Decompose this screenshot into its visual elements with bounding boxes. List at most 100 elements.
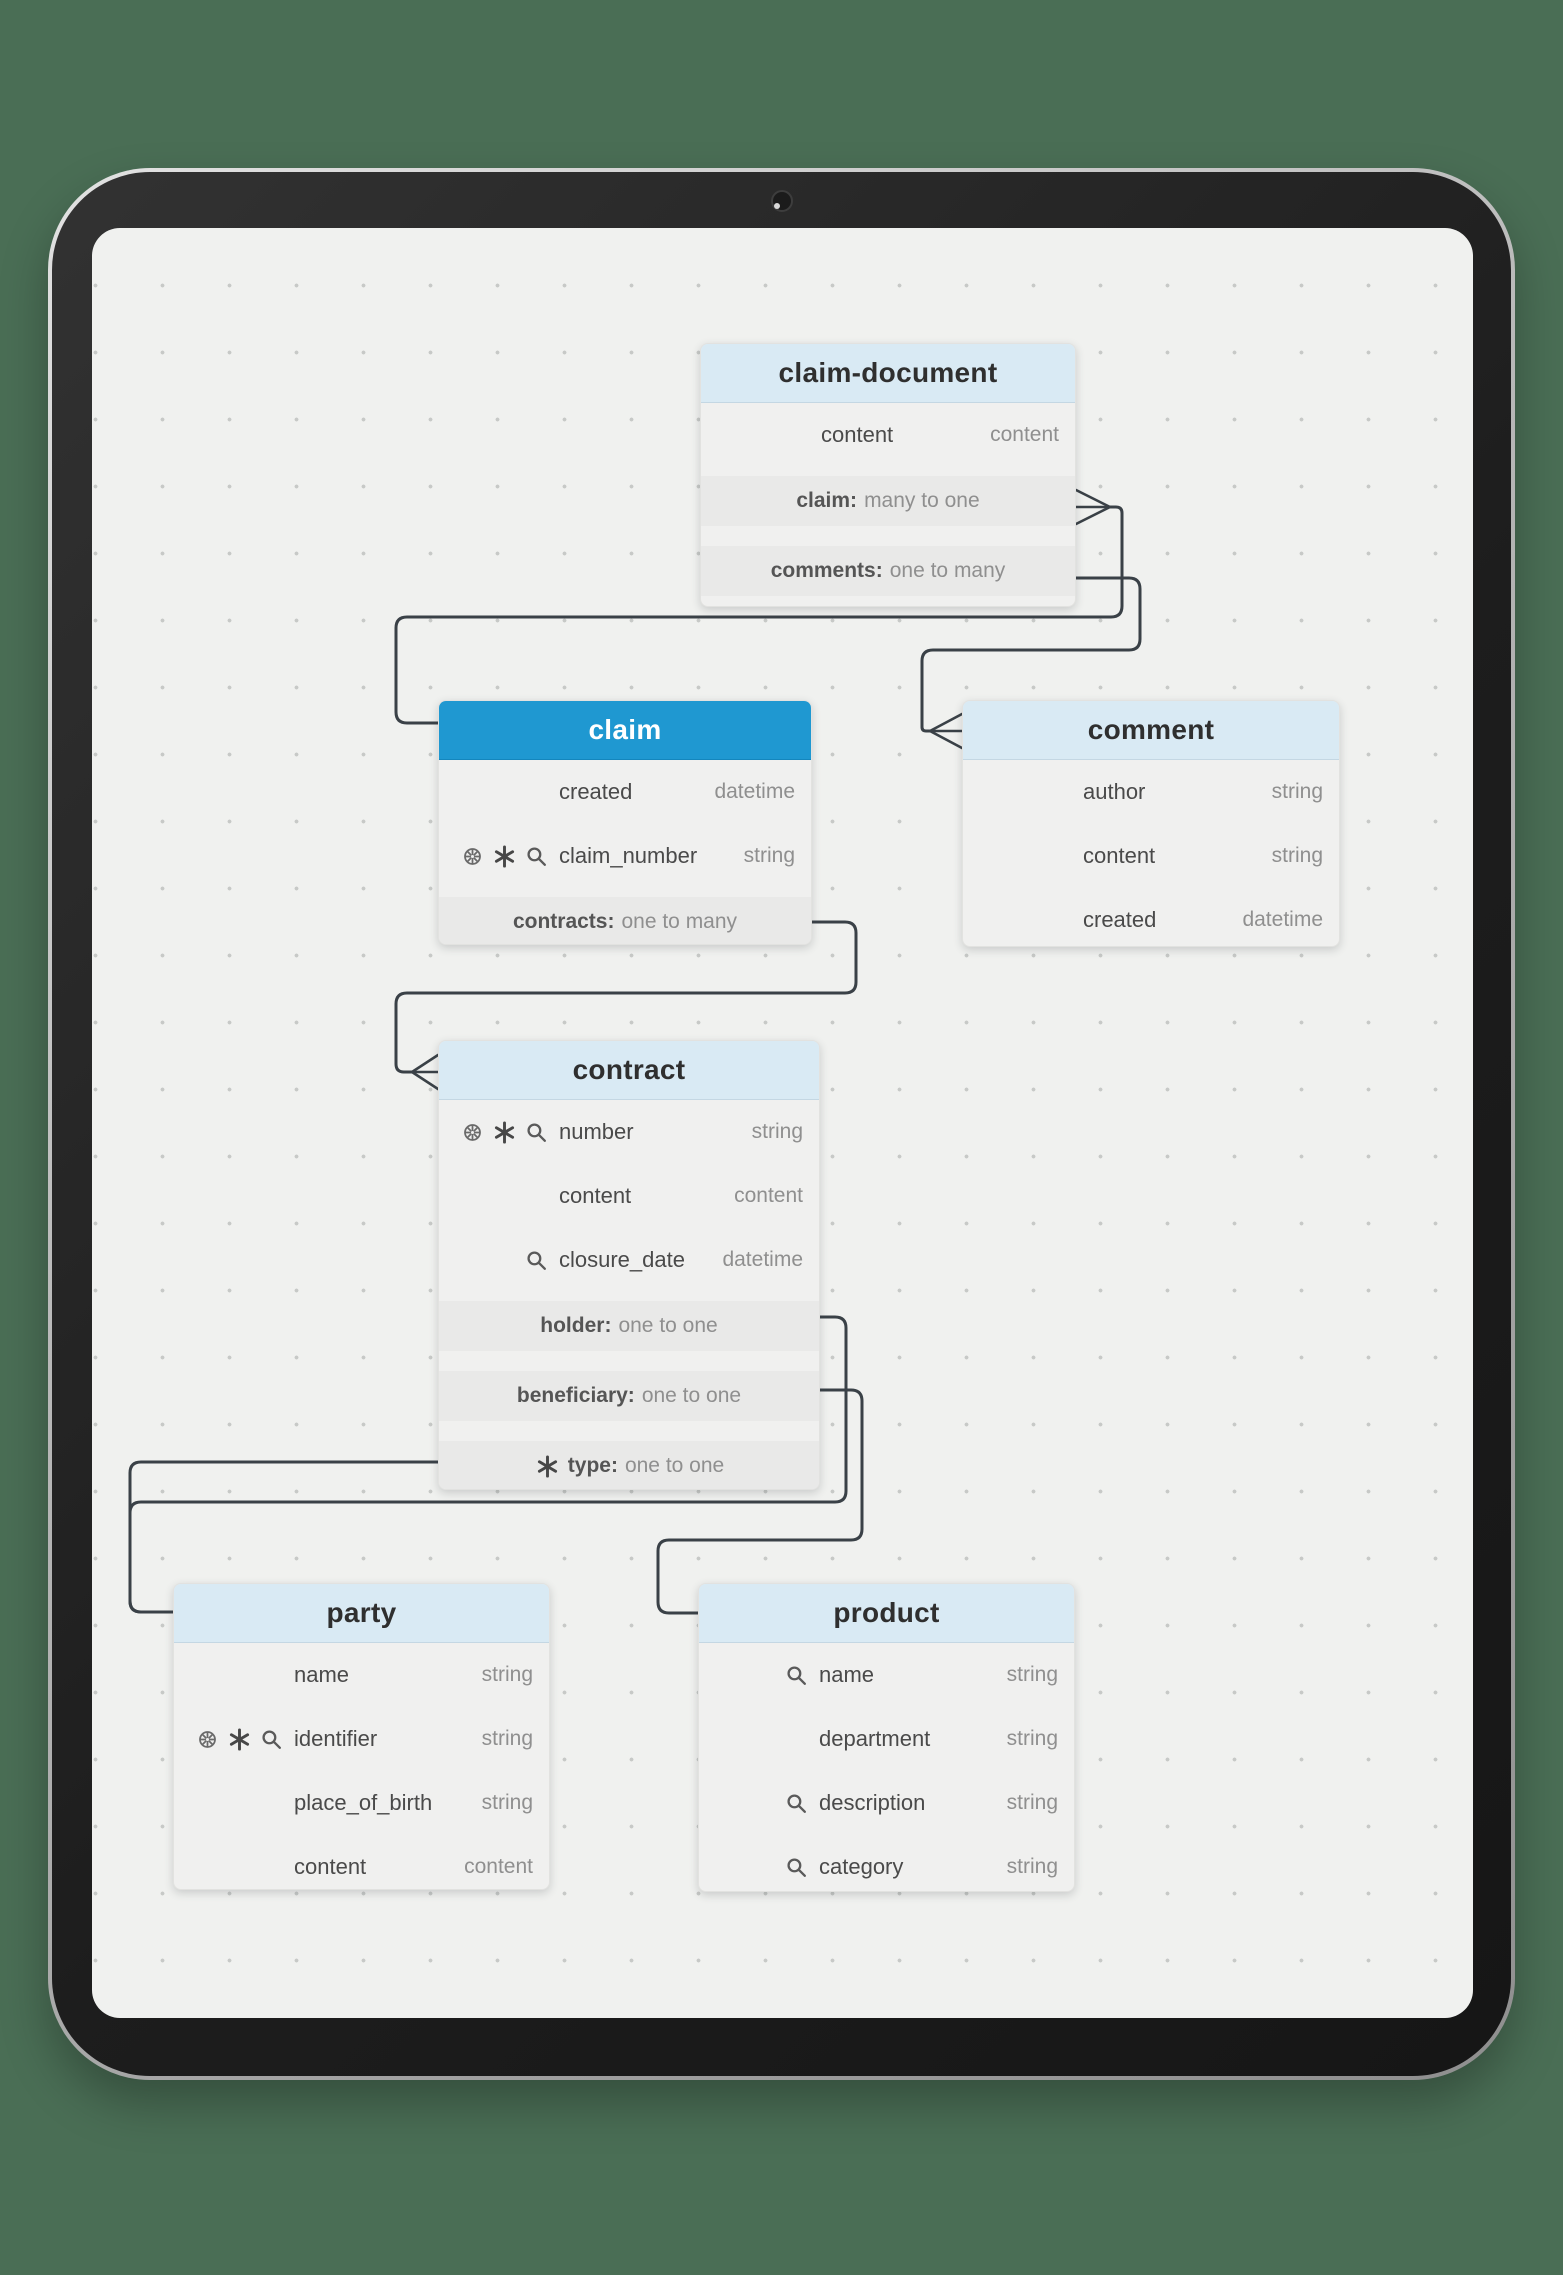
- crowfoot-many-marker-claim-document-comments: [928, 712, 964, 750]
- field-row-closure_date[interactable]: closure_date datetime: [439, 1228, 819, 1292]
- field-name: closure_date: [559, 1247, 685, 1272]
- relationship-row-claim[interactable]: claim: many to one: [701, 476, 1075, 526]
- relationship-cardinality: one to one: [618, 1314, 718, 1337]
- entity-rows: number string content content closure_date da…: [439, 1100, 819, 1489]
- relationship-row-contracts[interactable]: contracts: one to many: [439, 897, 811, 944]
- entity-header-contract[interactable]: contract: [439, 1041, 819, 1100]
- field-row-content[interactable]: content content: [439, 1164, 819, 1228]
- entity-header-party[interactable]: party: [174, 1584, 549, 1643]
- magnifier-icon: [524, 1120, 549, 1145]
- magnifier-icon: [784, 1855, 809, 1880]
- relationship-row-type[interactable]: type: one to one: [439, 1441, 819, 1489]
- field-icons: [713, 1663, 809, 1688]
- connector-claim-document-claim[interactable]: [394, 505, 1124, 725]
- magnifier-icon: [259, 1727, 284, 1752]
- field-type: string: [743, 844, 795, 867]
- relationship-row-holder[interactable]: holder: one to one: [439, 1301, 819, 1351]
- entity-header-product[interactable]: product: [699, 1584, 1074, 1643]
- field-name: created: [559, 779, 633, 804]
- magnifier-icon: [784, 1791, 809, 1816]
- entity-title: claim-document: [778, 357, 998, 388]
- field-icons: [453, 1248, 549, 1273]
- field-name: content: [1083, 843, 1156, 868]
- field-type: content: [990, 423, 1059, 446]
- crowfoot-many-marker-claim-contracts: [410, 1053, 440, 1091]
- field-row-created[interactable]: created datetime: [439, 760, 811, 824]
- field-icons: [453, 843, 549, 870]
- entity-header-claim-document[interactable]: claim-document: [701, 344, 1075, 403]
- field-row-number[interactable]: number string: [439, 1100, 819, 1164]
- relationship-row-beneficiary[interactable]: beneficiary:one to one: [439, 1371, 819, 1421]
- magnifier-icon: [524, 1248, 549, 1273]
- connector-claim-contracts[interactable]: [394, 920, 858, 1074]
- relationship-label: claim:: [796, 489, 858, 512]
- relationship-label: type:: [567, 1454, 618, 1477]
- field-row-name[interactable]: name string: [699, 1643, 1074, 1707]
- field-type: datetime: [714, 780, 795, 803]
- entity-box-contract[interactable]: contract number string content content closur…: [438, 1040, 820, 1490]
- field-type: content: [734, 1184, 803, 1207]
- field-type: datetime: [1242, 908, 1323, 931]
- entity-title: contract: [572, 1054, 686, 1085]
- field-type: datetime: [722, 1248, 803, 1271]
- field-icons: [713, 1855, 809, 1880]
- field-row-place_of_birth[interactable]: place_of_birth string: [174, 1771, 549, 1835]
- entity-title: claim: [588, 714, 662, 745]
- relationship-row-comments[interactable]: comments: one to many: [701, 546, 1075, 596]
- field-row-content[interactable]: content content: [174, 1835, 549, 1889]
- relationship-cardinality: one to one: [641, 1384, 742, 1407]
- entity-header-comment[interactable]: comment: [963, 701, 1339, 760]
- field-type: string: [481, 1791, 533, 1814]
- field-name: content: [294, 1854, 367, 1879]
- magnifier-icon: [784, 1663, 809, 1688]
- field-name: department: [819, 1726, 931, 1751]
- field-type: string: [751, 1120, 803, 1143]
- field-row-name[interactable]: name string: [174, 1643, 549, 1707]
- entity-header-claim[interactable]: claim: [439, 701, 811, 760]
- relationship-label: holder:: [540, 1314, 612, 1337]
- field-name: place_of_birth: [294, 1790, 433, 1815]
- field-name: content: [559, 1183, 632, 1208]
- connector-contract-type-party[interactable]: [128, 1460, 440, 1614]
- entity-title: party: [326, 1597, 397, 1628]
- relationship-cardinality: one to many: [889, 559, 1006, 582]
- front-camera-icon: [771, 190, 793, 212]
- field-name: number: [559, 1119, 634, 1144]
- field-name: category: [819, 1854, 904, 1879]
- field-type: string: [1006, 1663, 1058, 1686]
- field-row-created[interactable]: created datetime: [963, 888, 1339, 946]
- relationship-cardinality: one to many: [621, 910, 738, 933]
- relationship-cardinality: many to one: [864, 489, 980, 512]
- field-icons: [453, 1119, 549, 1146]
- field-type: string: [1006, 1791, 1058, 1814]
- relationship-label: contracts:: [512, 910, 615, 933]
- relationship-label: comments:: [770, 559, 883, 582]
- field-type: string: [481, 1663, 533, 1686]
- field-name: created: [1083, 907, 1157, 932]
- relationship-cardinality: one to one: [624, 1454, 725, 1477]
- connector-claim-document-comments[interactable]: [920, 576, 1142, 733]
- connector-contract-beneficiary-product[interactable]: [656, 1388, 864, 1615]
- field-type: content: [464, 1855, 533, 1878]
- asterisk-icon: [534, 1453, 561, 1480]
- field-name: name: [294, 1662, 350, 1687]
- field-name: name: [819, 1662, 875, 1687]
